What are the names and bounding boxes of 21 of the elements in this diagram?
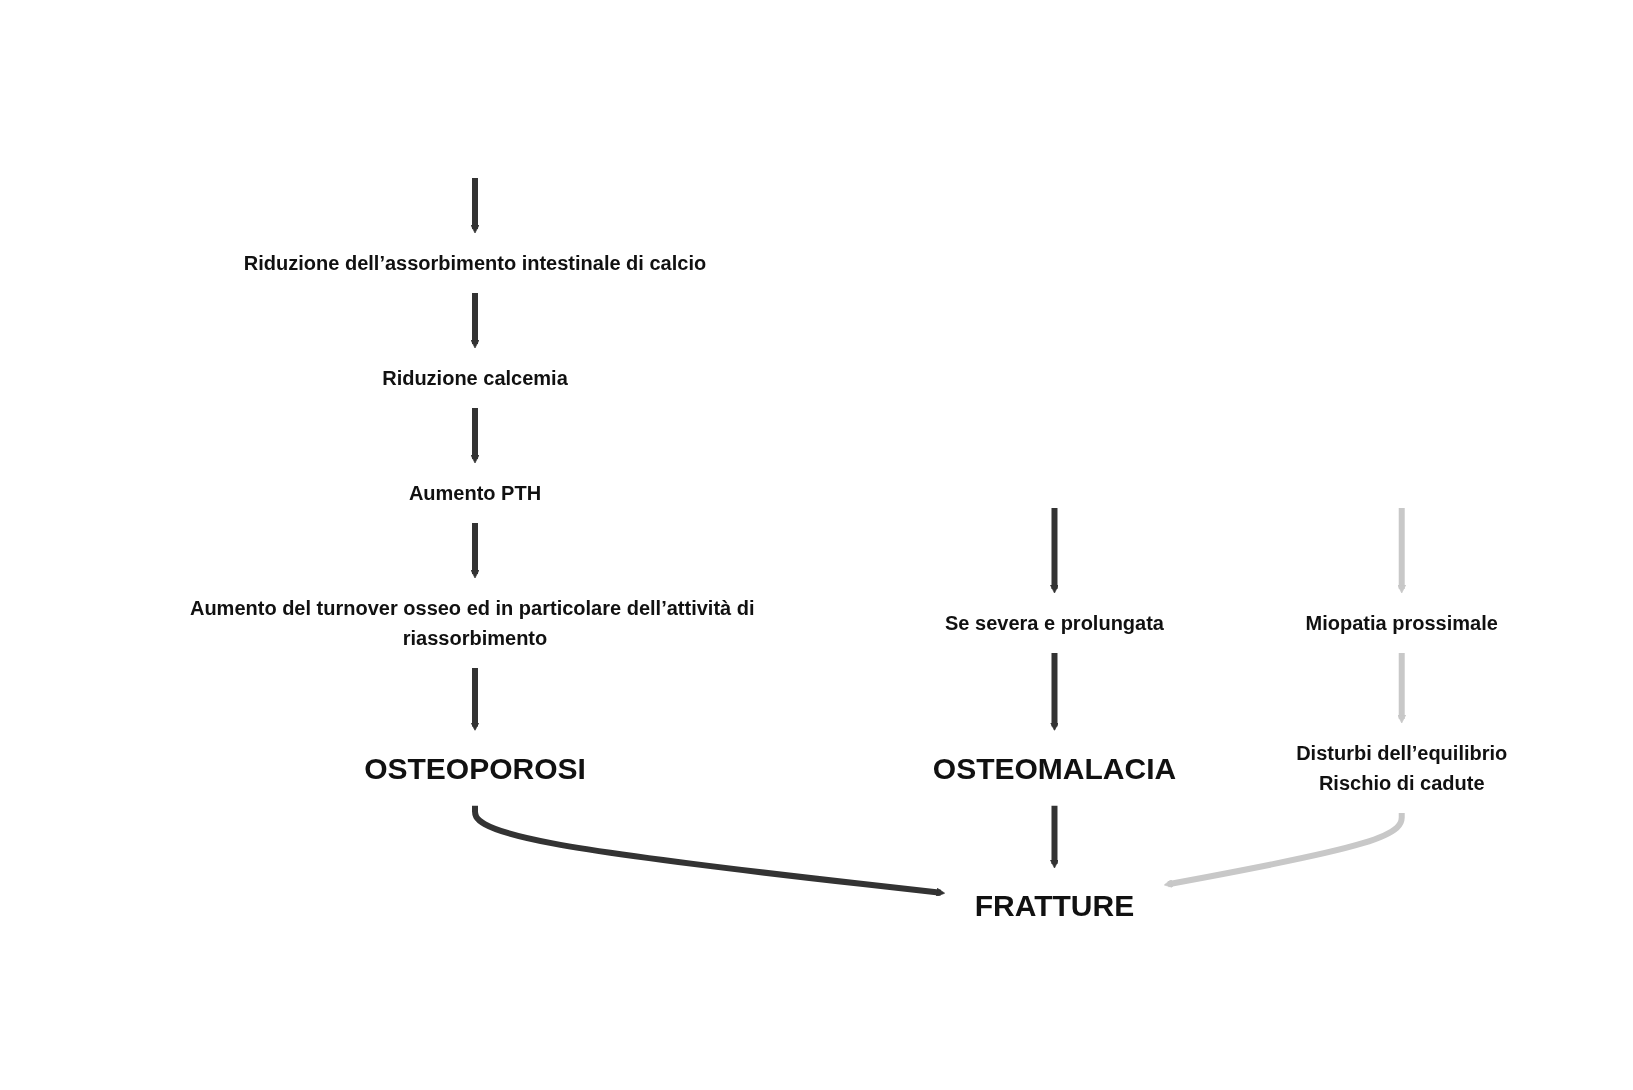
arrow (1397, 507, 1407, 593)
arrow (470, 522, 480, 578)
arrow (470, 407, 480, 463)
arrow (1397, 652, 1407, 723)
arrow (1050, 652, 1060, 731)
node-text: Disturbi dell’equilibrio Rischio di cadute (1296, 741, 1508, 794)
arrow (1050, 507, 1060, 593)
arrow (1164, 812, 1406, 888)
node-text: Se severa e prolungata (945, 611, 1165, 634)
arrow (1050, 805, 1060, 868)
arrow (470, 292, 480, 348)
node-text: Aumento del turnover osseo ed in particolare dell’attività di riassorbimento (190, 596, 755, 649)
arrow (470, 177, 480, 233)
node-text: Aumento PTH (409, 481, 542, 504)
node-text: OSTEOMALACIA (933, 751, 1177, 784)
node-text: Miopatia prossimale (1305, 611, 1499, 634)
arrow (470, 667, 480, 731)
node-text: OSTEOPOROSI (364, 751, 587, 784)
node-text: FRATTURE (975, 888, 1135, 922)
node-text: Riduzione dell’assorbimento intestinale di calcio (244, 251, 707, 274)
node-text: Riduzione calcemia (382, 366, 569, 389)
